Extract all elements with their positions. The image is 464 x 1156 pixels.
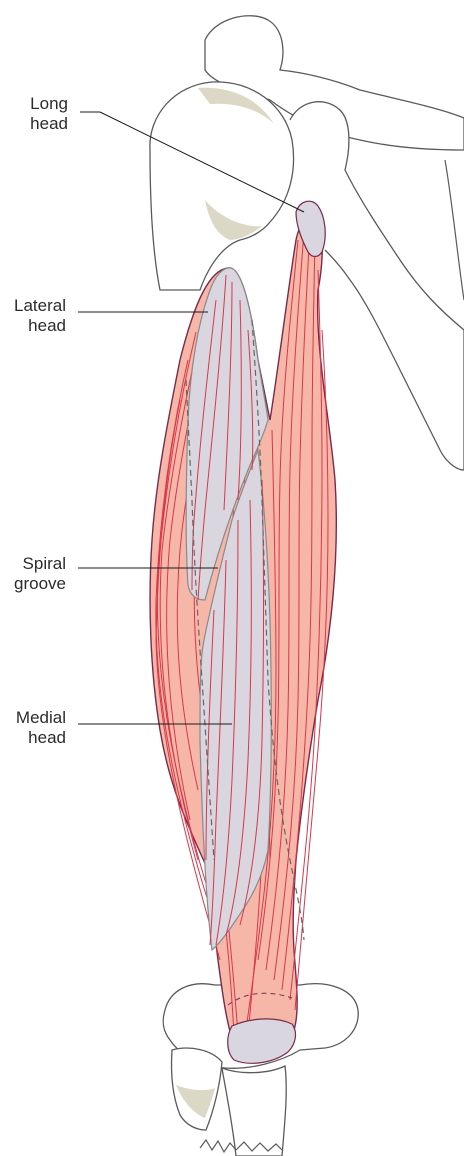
- label-lateral-head-line1: Lateral: [0, 296, 66, 316]
- label-medial-head: Medial head: [0, 708, 66, 748]
- label-spiral-groove: Spiral groove: [0, 554, 66, 594]
- humeral-head: [150, 82, 294, 290]
- ulna: [222, 1066, 286, 1156]
- label-lateral-head: Lateral head: [0, 296, 66, 336]
- scapula-inferior-region: [445, 160, 464, 300]
- label-long-head: Long head: [0, 94, 68, 134]
- triceps-brachii: [150, 201, 336, 1063]
- label-spiral-groove-line2: groove: [0, 574, 66, 594]
- label-medial-head-line1: Medial: [0, 708, 66, 728]
- label-long-head-line1: Long: [0, 94, 68, 114]
- label-long-head-line2: head: [0, 114, 68, 134]
- label-lateral-head-line2: head: [0, 316, 66, 336]
- label-spiral-groove-line1: Spiral: [0, 554, 66, 574]
- bone-cut-edge: [200, 1140, 236, 1152]
- label-medial-head-line2: head: [0, 728, 66, 748]
